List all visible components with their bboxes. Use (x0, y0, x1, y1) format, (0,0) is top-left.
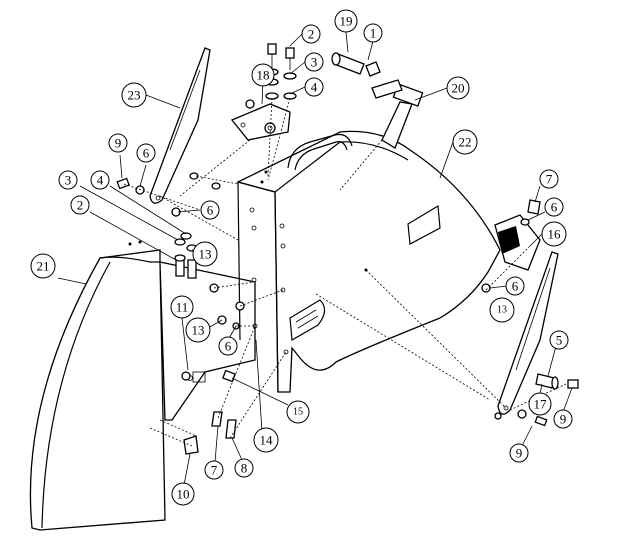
part-16-mesh-bracket (494, 214, 541, 271)
svg-text:6: 6 (143, 146, 150, 161)
callout-23: 23 (121, 82, 147, 108)
svg-text:1: 1 (370, 26, 377, 41)
svg-text:4: 4 (311, 80, 318, 95)
svg-text:6: 6 (207, 203, 214, 218)
callout-17: 17 (528, 392, 552, 416)
svg-text:9: 9 (516, 446, 523, 461)
callout-6-bottom: 6 (218, 336, 238, 356)
svg-text:6: 6 (551, 200, 558, 215)
leader-lines (57, 31, 573, 486)
svg-text:7: 7 (546, 172, 553, 187)
svg-text:7: 7 (211, 463, 218, 478)
callout-7-bottom: 7 (204, 460, 224, 480)
svg-text:15: 15 (293, 407, 303, 418)
svg-text:13: 13 (199, 247, 212, 262)
callout-4: 4 (304, 77, 324, 97)
svg-text:4: 4 (97, 173, 104, 188)
svg-text:3: 3 (311, 55, 318, 70)
callout-6-left-top: 6 (136, 143, 156, 163)
callout-2-left: 2 (70, 195, 90, 215)
svg-text:20: 20 (452, 81, 465, 96)
svg-text:2: 2 (308, 27, 315, 42)
callout-11: 11 (170, 295, 194, 319)
svg-text:9: 9 (115, 136, 122, 151)
part-18-top-bracket (230, 99, 291, 141)
callout-16: 16 (541, 221, 567, 247)
svg-text:6: 6 (512, 279, 519, 294)
svg-text:21: 21 (37, 259, 50, 274)
callout-9-bottom: 9 (509, 443, 529, 463)
callout-3: 3 (304, 52, 324, 72)
svg-text:9: 9 (560, 412, 567, 427)
svg-text:10: 10 (177, 487, 190, 502)
side-mounting-plate (159, 261, 256, 421)
svg-text:2: 2 (77, 198, 84, 213)
svg-text:6: 6 (225, 339, 232, 354)
alignment-lines (123, 97, 567, 447)
callout-10: 10 (171, 482, 195, 506)
part-5-lower-blade (497, 251, 559, 415)
callout-1: 1 (363, 23, 383, 43)
part-21-front-guard (29, 240, 166, 531)
callout-18: 18 (251, 63, 275, 87)
small-fasteners (116, 172, 579, 455)
callout-21: 21 (30, 253, 56, 279)
callout-8: 8 (234, 458, 254, 478)
callout-3-left: 3 (58, 170, 78, 190)
callout-4-left: 4 (90, 170, 110, 190)
svg-text:16: 16 (548, 227, 562, 242)
callout-14: 14 (253, 427, 279, 453)
callout-19: 19 (334, 9, 358, 33)
callout-20: 20 (446, 76, 470, 100)
callout-5: 5 (549, 330, 569, 350)
callout-6-right-mid: 6 (505, 276, 525, 296)
callout-15: 15 (286, 400, 310, 424)
fastener-stack-left (174, 232, 198, 279)
callout-9-left: 9 (108, 133, 128, 153)
svg-text:5: 5 (556, 333, 563, 348)
svg-text:11: 11 (176, 300, 189, 315)
callout-22: 22 (452, 129, 478, 155)
svg-text:8: 8 (241, 461, 248, 476)
callout-13-right: 13 (489, 297, 515, 323)
svg-text:23: 23 (128, 88, 141, 103)
callout-13-bottom: 13 (185, 317, 211, 343)
svg-text:13: 13 (497, 305, 507, 316)
svg-text:17: 17 (534, 397, 548, 412)
callout-9-right: 9 (553, 409, 573, 429)
callout-6-mid: 6 (200, 200, 220, 220)
part-19-knob (331, 52, 381, 77)
svg-text:18: 18 (257, 68, 270, 83)
callout-7-right: 7 (539, 169, 559, 189)
svg-text:13: 13 (192, 323, 205, 338)
callout-2: 2 (301, 24, 321, 44)
callout-13-top: 13 (192, 241, 218, 267)
part-22-main-housing (236, 130, 501, 393)
svg-text:14: 14 (260, 433, 274, 448)
part-23-upper-blade (149, 47, 211, 204)
svg-text:3: 3 (65, 173, 72, 188)
callout-6-right-top: 6 (544, 197, 564, 217)
svg-text:22: 22 (459, 135, 472, 150)
part-20-upright-arm (371, 79, 424, 149)
svg-text:19: 19 (340, 14, 353, 29)
